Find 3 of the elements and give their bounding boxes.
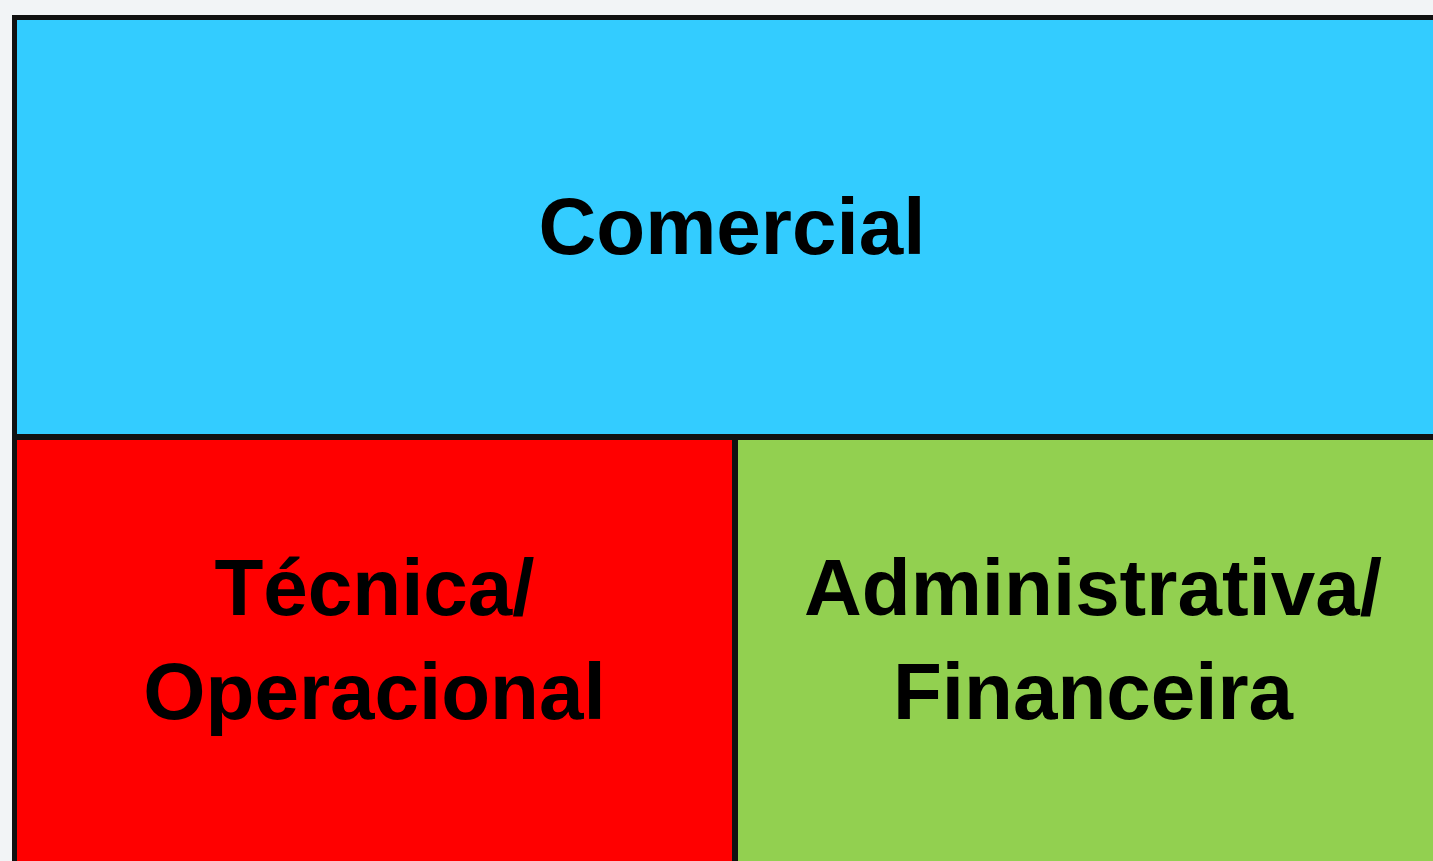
section-label: Administrativa/ Financeira xyxy=(803,542,1383,738)
section-label: Comercial xyxy=(538,181,926,273)
section-label: Técnica/ Operacional xyxy=(142,542,607,738)
